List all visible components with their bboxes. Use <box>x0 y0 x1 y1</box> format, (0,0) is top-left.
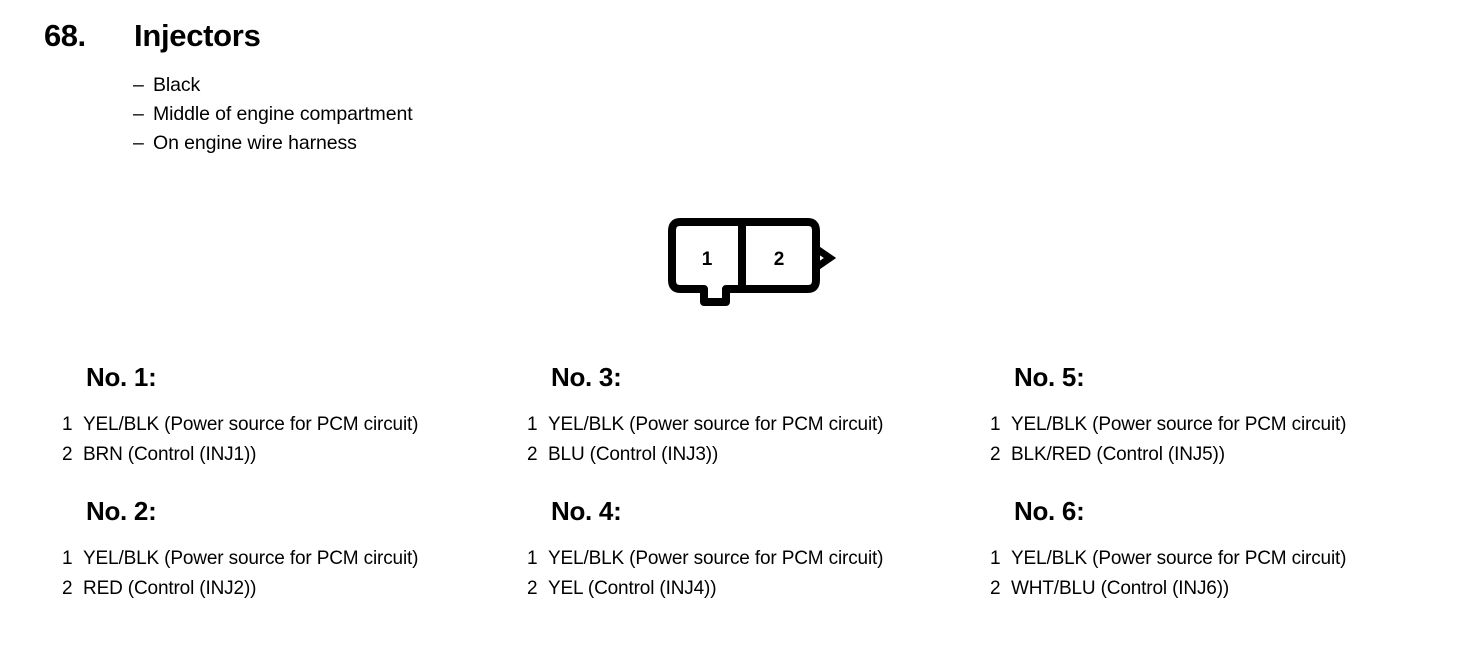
connector-group: No. 5: 1 YEL/BLK (Power source for PCM c… <box>990 362 1347 470</box>
pin-label-1: 1 <box>702 249 713 270</box>
pin-index: 1 <box>990 548 1001 569</box>
pin-row: 1 YEL/BLK (Power source for PCM circuit) <box>527 410 884 440</box>
connector-group: No. 1: 1 YEL/BLK (Power source for PCM c… <box>62 362 419 470</box>
group-heading: No. 6: <box>1014 496 1085 526</box>
pin-row: 2 BRN (Control (INJ1)) <box>62 440 418 470</box>
attribute-text: On engine wire harness <box>153 132 357 154</box>
attribute-text: Middle of engine compartment <box>153 103 413 125</box>
pin-row: 1 YEL/BLK (Power source for PCM circuit) <box>62 410 419 440</box>
pin-index: 1 <box>62 414 73 435</box>
pin-list: 1 YEL/BLK (Power source for PCM circuit)… <box>62 410 419 470</box>
pin-row: 1 YEL/BLK (Power source for PCM circuit) <box>990 410 1347 440</box>
pin-row: 1 YEL/BLK (Power source for PCM circuit) <box>62 544 419 574</box>
group-heading: No. 5: <box>1014 362 1085 392</box>
pin-list: 1 YEL/BLK (Power source for PCM circuit)… <box>990 544 1347 604</box>
group-heading: No. 2: <box>86 496 157 526</box>
pin-list: 1 YEL/BLK (Power source for PCM circuit)… <box>990 410 1347 470</box>
pin-index: 2 <box>62 577 73 599</box>
pin-row: 1 YEL/BLK (Power source for PCM circuit) <box>527 544 884 574</box>
pin-description: YEL/BLK (Power source for PCM circuit) <box>1011 414 1347 435</box>
entry-number: 68. <box>44 18 86 53</box>
group-heading: No. 4: <box>551 496 622 526</box>
pin-description: YEL/BLK (Power source for PCM circuit) <box>1011 548 1347 569</box>
connector-group: No. 3: 1 YEL/BLK (Power source for PCM c… <box>527 362 884 470</box>
pin-label-2: 2 <box>774 249 785 270</box>
pin-index: 2 <box>990 443 1001 465</box>
pin-index: 2 <box>527 577 538 599</box>
pin-description: YEL/BLK (Power source for PCM circuit) <box>83 548 419 569</box>
pin-index: 1 <box>527 414 538 435</box>
pin-row: 2 YEL (Control (INJ4)) <box>527 574 883 604</box>
pin-description: YEL/BLK (Power source for PCM circuit) <box>83 414 419 435</box>
pin-description: WHT/BLU (Control (INJ6)) <box>1011 577 1230 599</box>
pin-description: YEL/BLK (Power source for PCM circuit) <box>548 548 884 569</box>
attribute-item: – Black <box>133 71 733 100</box>
dash-bullet-icon: – <box>133 103 144 125</box>
pin-list: 1 YEL/BLK (Power source for PCM circuit)… <box>62 544 419 604</box>
pin-row: 2 RED (Control (INJ2)) <box>62 574 418 604</box>
pin-description: RED (Control (INJ2)) <box>83 577 257 599</box>
page-title: Injectors <box>134 18 261 53</box>
dash-bullet-icon: – <box>133 132 144 154</box>
pin-list: 1 YEL/BLK (Power source for PCM circuit)… <box>527 410 884 470</box>
pin-index: 1 <box>990 414 1001 435</box>
pin-row: 2 WHT/BLU (Control (INJ6)) <box>990 574 1346 604</box>
pin-index: 2 <box>62 443 73 465</box>
pin-index: 1 <box>62 548 73 569</box>
attribute-item: – On engine wire harness <box>133 129 733 158</box>
connector-group: No. 4: 1 YEL/BLK (Power source for PCM c… <box>527 496 884 604</box>
attribute-text: Black <box>153 74 201 96</box>
pin-description: YEL/BLK (Power source for PCM circuit) <box>548 414 884 435</box>
pin-index: 2 <box>527 443 538 465</box>
attribute-list: – Black – Middle of engine compartment –… <box>133 71 733 158</box>
group-heading: No. 3: <box>551 362 622 392</box>
connector-group: No. 2: 1 YEL/BLK (Power source for PCM c… <box>62 496 419 604</box>
pin-description: BLU (Control (INJ3)) <box>548 443 719 465</box>
pin-description: BLK/RED (Control (INJ5)) <box>1011 443 1225 465</box>
connector-group: No. 6: 1 YEL/BLK (Power source for PCM c… <box>990 496 1347 604</box>
pin-description: BRN (Control (INJ1)) <box>83 443 257 465</box>
pin-index: 1 <box>527 548 538 569</box>
connector-diagram: 1 2 <box>636 210 846 310</box>
attribute-item: – Middle of engine compartment <box>133 100 733 129</box>
pin-row: 1 YEL/BLK (Power source for PCM circuit) <box>990 544 1347 574</box>
dash-bullet-icon: – <box>133 74 144 96</box>
group-heading: No. 1: <box>86 362 157 392</box>
pin-description: YEL (Control (INJ4)) <box>548 577 717 599</box>
pin-list: 1 YEL/BLK (Power source for PCM circuit)… <box>527 544 884 604</box>
pin-row: 2 BLK/RED (Control (INJ5)) <box>990 440 1346 470</box>
pin-row: 2 BLU (Control (INJ3)) <box>527 440 883 470</box>
pin-index: 2 <box>990 577 1001 599</box>
